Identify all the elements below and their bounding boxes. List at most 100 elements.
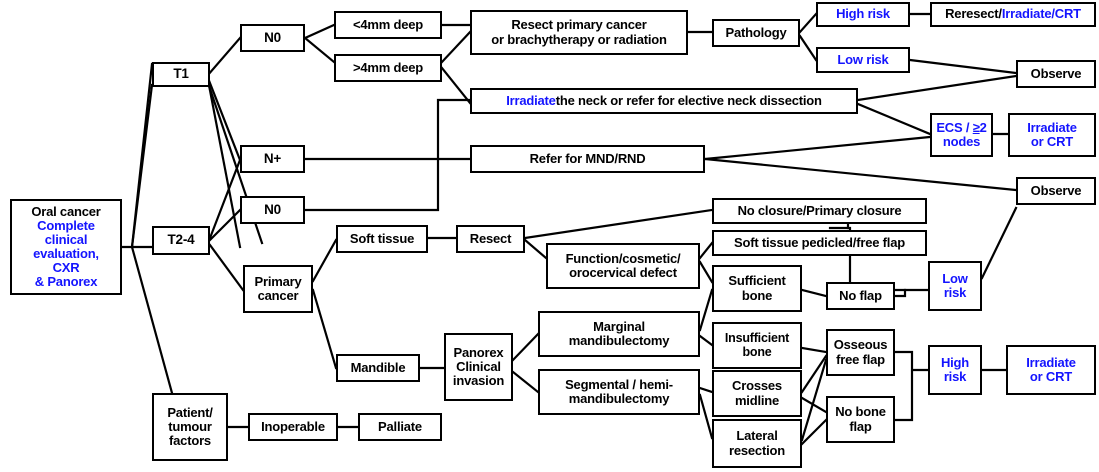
node-no-bone-flap[interactable]: No bone flap (826, 396, 895, 443)
node-soft-tissue[interactable]: Soft tissue (336, 225, 428, 253)
node-irradiate-or-crt-primary[interactable]: Irradiate or CRT (1006, 345, 1096, 395)
refer-mnd-rnd-label: Refer for MND/RND (529, 150, 646, 166)
node-panorex-clinical-invasion[interactable]: Panorex Clinical invasion (444, 333, 513, 401)
node-patient-tumour-factors[interactable]: Patient/ tumour factors (152, 393, 228, 461)
node-root[interactable]: Oral cancer Complete clinical evaluation… (10, 199, 122, 295)
marginal-line-1: Marginal (593, 318, 645, 334)
irradiate-neck-black-text: the neck or refer for elective neck diss… (555, 92, 822, 108)
node-low-risk-pathology[interactable]: Low risk (816, 47, 910, 73)
observe-upper-label: Observe (1030, 65, 1082, 81)
root-line-5: CXR (52, 260, 80, 276)
node-n0-t2-4[interactable]: N0 (240, 196, 305, 224)
root-line-6: & Panorex (34, 274, 98, 290)
node-osseous-free-flap[interactable]: Osseous free flap (826, 329, 895, 376)
no-bone-flap-line-1: No bone (835, 404, 886, 420)
node-pathology[interactable]: Pathology (712, 19, 800, 47)
node-crosses-midline[interactable]: Crosses midline (712, 370, 802, 417)
sufficient-bone-line-1: Sufficient (728, 273, 786, 289)
panorex-line-1: Panorex (453, 344, 504, 360)
patient-line-1: Patient/ (167, 404, 213, 420)
n0-t1-label: N0 (264, 29, 281, 45)
ecs-line-2: nodes (942, 134, 981, 149)
patient-line-2: tumour (168, 418, 212, 434)
panorex-line-3: invasion (452, 373, 505, 389)
root-line-3: clinical (44, 231, 88, 247)
insufficient-bone-line-2: bone (742, 344, 772, 359)
low-risk-2-line-2: risk (943, 285, 967, 300)
node-observe-lower[interactable]: Observe (1016, 177, 1096, 205)
node-function-cosmetic-defect[interactable]: Function/cosmetic/ orocervical defect (546, 243, 700, 289)
insufficient-bone-line-1: Insufficient (724, 331, 790, 345)
node-irradiate-neck[interactable]: Irradiate the neck or refer for elective… (470, 88, 858, 114)
node-high-risk-reconstruction[interactable]: High risk (928, 345, 982, 395)
lt-4mm-label: <4mm deep (352, 16, 424, 32)
no-flap-label: No flap (839, 287, 882, 303)
irradiate-crt-1-line-1: Irradiate (1027, 119, 1077, 135)
reresect-blue-text: Irradiate/CRT (1001, 6, 1081, 22)
lateral-resection-line-1: Lateral (736, 428, 778, 444)
node-irradiate-or-crt-neck[interactable]: Irradiate or CRT (1008, 113, 1096, 157)
node-insufficient-bone[interactable]: Insufficient bone (712, 322, 802, 369)
observe-lower-label: Observe (1030, 182, 1082, 198)
node-palliate[interactable]: Palliate (358, 413, 442, 441)
node-low-risk-reconstruction[interactable]: Low risk (928, 261, 982, 311)
mandible-label: Mandible (350, 359, 406, 375)
node-no-flap[interactable]: No flap (826, 282, 895, 310)
node-high-risk-pathology[interactable]: High risk (816, 2, 910, 27)
pathology-label: Pathology (725, 24, 787, 40)
primary-cancer-line-1: Primary (254, 273, 302, 289)
resect-label: Resect (469, 230, 512, 246)
node-n-plus[interactable]: N+ (240, 145, 305, 173)
primary-cancer-line-2: cancer (257, 288, 299, 303)
node-primary-cancer[interactable]: Primary cancer (243, 265, 313, 313)
irradiate-crt-2-line-2: or CRT (1029, 369, 1073, 384)
node-t2-4[interactable]: T2-4 (152, 226, 210, 255)
node-soft-tissue-pedicled-free-flap[interactable]: Soft tissue pedicled/free flap (712, 230, 927, 256)
sufficient-bone-line-2: bone (741, 287, 773, 303)
no-bone-flap-line-2: flap (849, 418, 872, 434)
ecs-prefix: ECS / (936, 119, 973, 135)
node-refer-mnd-rnd[interactable]: Refer for MND/RND (470, 145, 705, 173)
high-risk-1-label: High risk (836, 6, 890, 22)
node-n0-t1[interactable]: N0 (240, 24, 305, 52)
node-t1[interactable]: T1 (152, 62, 210, 87)
osseous-free-flap-line-2: free flap (836, 351, 885, 367)
crosses-midline-line-1: Crosses (732, 378, 782, 394)
irradiate-crt-2-line-1: Irradiate (1026, 354, 1076, 370)
low-risk-1-label: Low risk (837, 51, 889, 67)
lateral-resection-line-2: resection (728, 442, 785, 458)
t1-label: T1 (173, 66, 189, 82)
node-gt-4mm-deep[interactable]: >4mm deep (334, 54, 442, 82)
root-line-1: Oral cancer (31, 203, 101, 219)
node-sufficient-bone[interactable]: Sufficient bone (712, 265, 802, 312)
no-closure-label: No closure/Primary closure (737, 202, 902, 218)
node-segmental-hemi-mandibulectomy[interactable]: Segmental / hemi- mandibulectomy (538, 369, 700, 415)
node-no-closure-primary-closure[interactable]: No closure/Primary closure (712, 198, 927, 224)
resect-primary-line-1: Resect primary cancer (511, 17, 647, 33)
node-resect[interactable]: Resect (456, 225, 525, 253)
panorex-line-2: Clinical (456, 358, 501, 374)
root-line-4: evaluation, (33, 246, 99, 261)
node-resect-primary-cancer[interactable]: Resect primary cancer or brachytherapy o… (470, 10, 688, 55)
high-risk-2-line-2: risk (943, 369, 967, 384)
irradiate-neck-blue-text: Irradiate (506, 92, 556, 108)
ecs-ge-symbol: ≥ (972, 119, 980, 135)
node-marginal-mandibulectomy[interactable]: Marginal mandibulectomy (538, 311, 700, 357)
marginal-line-2: mandibulectomy (568, 333, 670, 348)
ecs-line-1: ECS / ≥2 (936, 119, 987, 135)
soft-tissue-label: Soft tissue (349, 230, 415, 246)
node-lateral-resection[interactable]: Lateral resection (712, 419, 802, 468)
high-risk-2-line-1: High (940, 354, 970, 370)
node-observe-upper[interactable]: Observe (1016, 60, 1096, 88)
segmental-line-2: mandibulectomy (568, 391, 670, 406)
n0-t2-4-label: N0 (264, 201, 281, 217)
node-lt-4mm-deep[interactable]: <4mm deep (334, 11, 442, 39)
t2-4-label: T2-4 (167, 232, 195, 248)
node-ecs-nodes[interactable]: ECS / ≥2 nodes (930, 113, 993, 157)
node-inoperable[interactable]: Inoperable (248, 413, 338, 441)
gt-4mm-label: >4mm deep (352, 59, 424, 75)
node-mandible[interactable]: Mandible (336, 354, 420, 382)
irradiate-crt-1-line-2: or CRT (1030, 134, 1074, 149)
node-reresect-irradiate-crt[interactable]: Reresect/Irradiate/CRT (930, 2, 1096, 27)
